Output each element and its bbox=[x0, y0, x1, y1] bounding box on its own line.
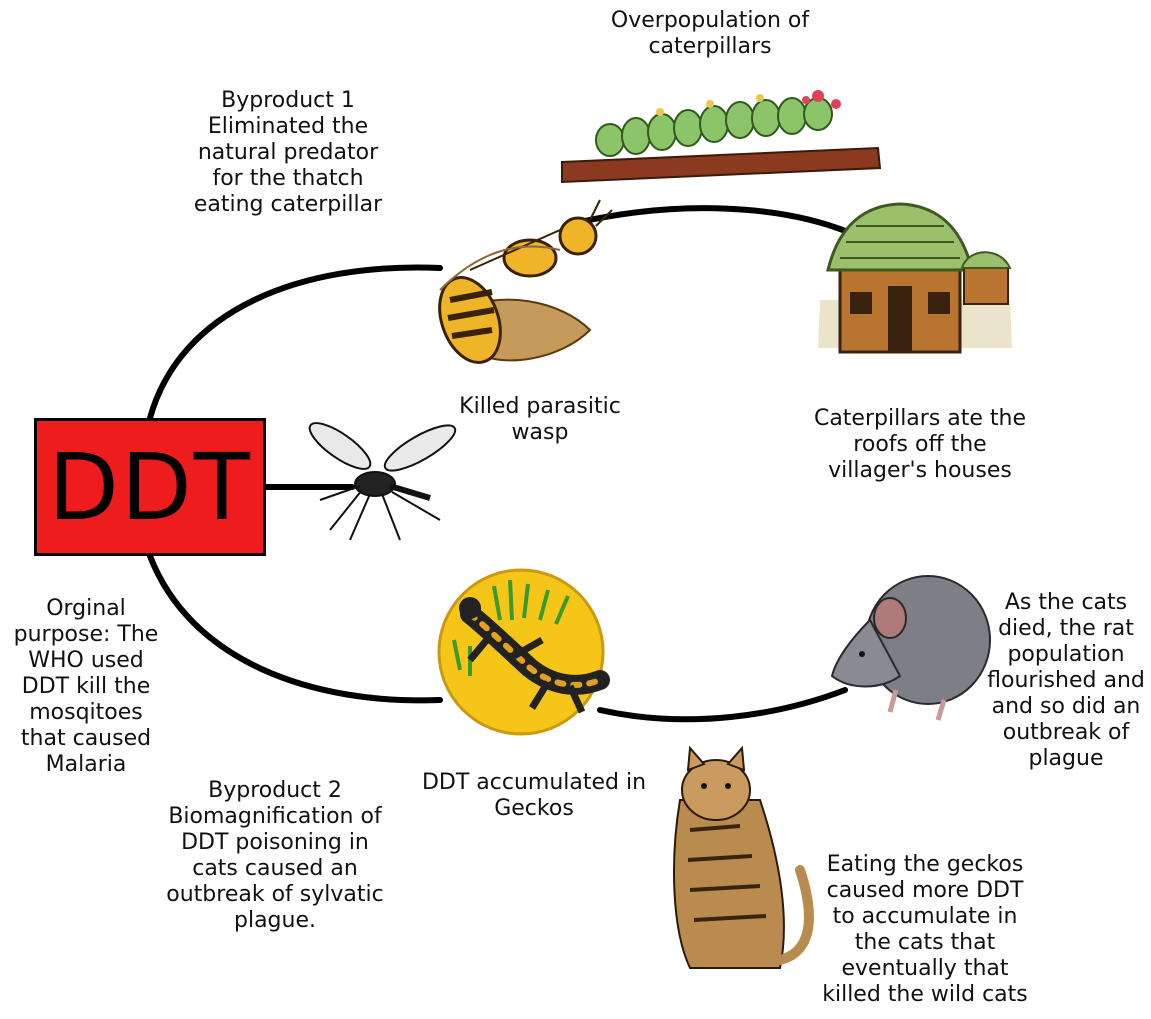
label-line: Caterpillars ate the bbox=[795, 406, 1045, 432]
label-line: to accumulate in bbox=[805, 904, 1045, 930]
label-line: Biomagnification of bbox=[150, 804, 400, 830]
label-line: Orginal bbox=[4, 596, 168, 622]
label-line: cats caused an bbox=[150, 856, 400, 882]
label-line: natural predator bbox=[178, 140, 398, 166]
label-wasp: Killed parasitic wasp bbox=[440, 394, 640, 446]
label-line: Byproduct 1 bbox=[178, 88, 398, 114]
label-line: Eliminated the bbox=[178, 114, 398, 140]
label-line: that caused bbox=[4, 726, 168, 752]
label-line: for the thatch bbox=[178, 166, 398, 192]
label-line: DDT accumulated in bbox=[414, 770, 654, 796]
label-geckos: DDT accumulated in Geckos bbox=[414, 770, 654, 822]
rat-icon bbox=[832, 576, 990, 720]
caterpillar-icon bbox=[562, 90, 880, 182]
label-line: plague. bbox=[150, 908, 400, 934]
label-line: wasp bbox=[440, 420, 640, 446]
label-cats: Eating the geckos caused more DDT to acc… bbox=[805, 852, 1045, 1008]
label-line: roofs off the bbox=[795, 432, 1045, 458]
label-line: purpose: The bbox=[4, 622, 168, 648]
label-line: died, the rat bbox=[985, 616, 1147, 642]
label-line: Geckos bbox=[414, 796, 654, 822]
label-line: eventually that bbox=[805, 956, 1045, 982]
label-line: killed the wild cats bbox=[805, 982, 1045, 1008]
hut-icon bbox=[818, 204, 1012, 352]
label-line: the cats that bbox=[805, 930, 1045, 956]
label-line: plague bbox=[985, 746, 1147, 772]
label-line: DDT kill the bbox=[4, 674, 168, 700]
label-line: Eating the geckos bbox=[805, 852, 1045, 878]
label-line: caterpillars bbox=[600, 34, 820, 60]
label-line: As the cats bbox=[985, 590, 1147, 616]
label-line: outbreak of bbox=[985, 720, 1147, 746]
label-line: population bbox=[985, 642, 1147, 668]
label-line: and so did an bbox=[985, 694, 1147, 720]
label-line: Killed parasitic bbox=[440, 394, 640, 420]
label-byproduct1: Byproduct 1 Eliminated the natural preda… bbox=[178, 88, 398, 218]
label-line: Byproduct 2 bbox=[150, 778, 400, 804]
cat-icon bbox=[674, 748, 809, 968]
mosquito-icon bbox=[304, 416, 461, 540]
label-line: DDT poisoning in bbox=[150, 830, 400, 856]
label-line: outbreak of sylvatic bbox=[150, 882, 400, 908]
label-line: Malaria bbox=[4, 752, 168, 778]
ddt-label: DDT bbox=[48, 434, 252, 541]
gecko-icon bbox=[439, 570, 603, 734]
label-rats: As the cats died, the rat population flo… bbox=[985, 590, 1147, 772]
label-byproduct2: Byproduct 2 Biomagnification of DDT pois… bbox=[150, 778, 400, 934]
ddt-box: DDT bbox=[34, 418, 266, 556]
label-line: mosqitoes bbox=[4, 700, 168, 726]
label-line: WHO used bbox=[4, 648, 168, 674]
label-roofs: Caterpillars ate the roofs off the villa… bbox=[795, 406, 1045, 484]
label-line: flourished and bbox=[985, 668, 1147, 694]
label-line: villager's houses bbox=[795, 458, 1045, 484]
label-line: eating caterpillar bbox=[178, 192, 398, 218]
wasp-icon bbox=[429, 200, 612, 371]
label-original-purpose: Orginal purpose: The WHO used DDT kill t… bbox=[4, 596, 168, 778]
label-line: caused more DDT bbox=[805, 878, 1045, 904]
label-overpopulation: Overpopulation of caterpillars bbox=[600, 8, 820, 60]
label-line: Overpopulation of bbox=[600, 8, 820, 34]
